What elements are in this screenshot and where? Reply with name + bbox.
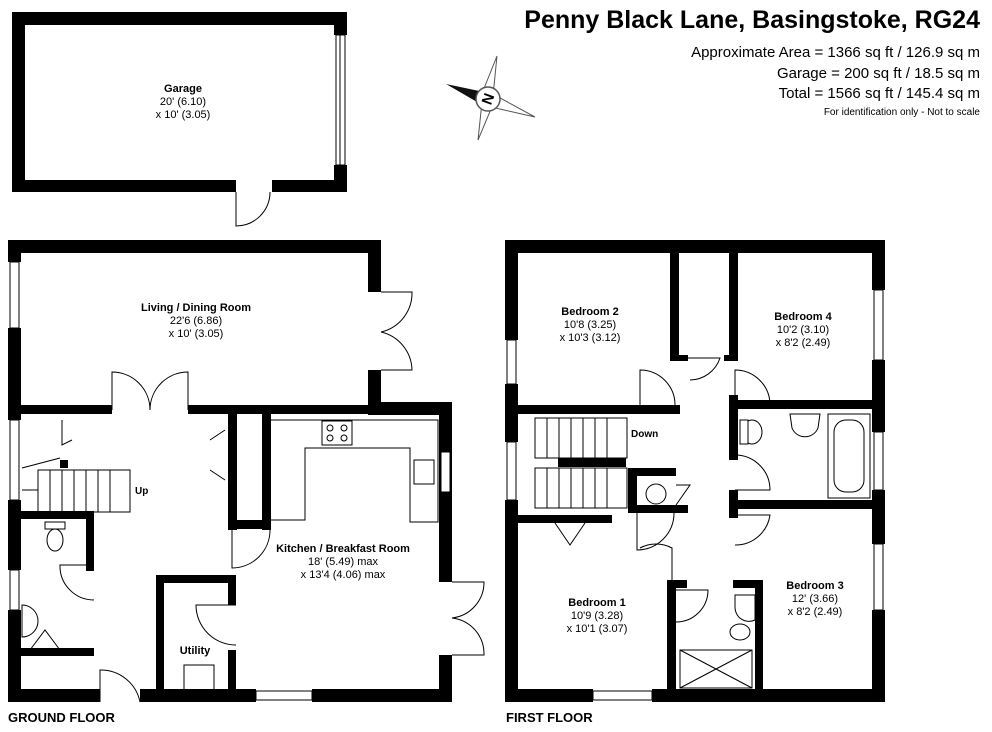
garage-dim1: 20' (6.10) bbox=[159, 96, 207, 108]
bathroom-fittings bbox=[645, 413, 871, 505]
ground-floor-label: GROUND FLOOR bbox=[8, 710, 115, 725]
bedroom4-label: Bedroom 4 10'2 (3.10) x 8'2 (2.49) bbox=[774, 311, 831, 350]
bedroom3-dim1: 12' (3.66) bbox=[791, 593, 839, 605]
disclaimer-note: For identification only - Not to scale bbox=[823, 107, 980, 118]
garage-dim2: x 10' (3.05) bbox=[155, 109, 211, 121]
garage-side-door bbox=[235, 191, 271, 227]
ensuite-fittings bbox=[679, 594, 756, 689]
garage-area: Garage = 200 sq ft / 18.5 sq m bbox=[776, 65, 980, 82]
garage-walls bbox=[12, 12, 347, 192]
kitchen-dim1: 18' (5.49) max bbox=[308, 556, 378, 568]
bedroom1-dim2: x 10'1 (3.07) bbox=[566, 623, 628, 635]
kitchen-worktop bbox=[183, 419, 439, 692]
first-floor-label: FIRST FLOOR bbox=[506, 710, 593, 725]
ground-wc-fittings bbox=[21, 521, 66, 638]
ground-floor-walls bbox=[8, 240, 452, 702]
bedroom4-name: Bedroom 4 bbox=[774, 311, 832, 323]
ground-windows bbox=[9, 261, 451, 701]
bedroom1-dim1: 10'9 (3.28) bbox=[570, 610, 624, 622]
approximate-area: Approximate Area = 1366 sq ft / 126.9 sq… bbox=[691, 44, 980, 61]
kitchen-name: Kitchen / Breakfast Room bbox=[276, 543, 410, 555]
total-area: Total = 1566 sq ft / 145.4 sq m bbox=[778, 85, 980, 102]
stairs-up-label: Up bbox=[135, 486, 149, 497]
compass-icon: N bbox=[446, 55, 536, 141]
living-name: Living / Dining Room bbox=[141, 302, 251, 314]
bedroom2-dim2: x 10'3 (3.12) bbox=[559, 332, 621, 344]
first-stairs bbox=[534, 417, 628, 509]
bedroom2-label: Bedroom 2 10'8 (3.25) x 10'3 (3.12) bbox=[560, 306, 621, 345]
ground-stairs bbox=[21, 457, 131, 513]
bedroom3-dim2: x 8'2 (2.49) bbox=[787, 606, 843, 618]
bedroom2-dim1: 10'8 (3.25) bbox=[563, 319, 617, 331]
living-dim2: x 10' (3.05) bbox=[168, 328, 224, 340]
bedroom3-label: Bedroom 3 12' (3.66) x 8'2 (2.49) bbox=[786, 580, 843, 619]
bedroom1-name: Bedroom 1 bbox=[568, 597, 626, 609]
utility-label: Utility bbox=[180, 645, 211, 658]
first-doors bbox=[554, 357, 771, 623]
garage-name: Garage bbox=[164, 83, 202, 95]
living-label: Living / Dining Room 22'6 (6.86) x 10' (… bbox=[141, 302, 251, 341]
kitchen-dim2: x 13'4 (4.06) max bbox=[300, 569, 386, 581]
bedroom4-dim1: 10'2 (3.10) bbox=[776, 324, 830, 336]
utility-name: Utility bbox=[179, 645, 211, 657]
kitchen-label: Kitchen / Breakfast Room 18' (5.49) max … bbox=[276, 543, 410, 582]
first-windows bbox=[506, 289, 884, 701]
page-title: Penny Black Lane, Basingstoke, RG24 bbox=[524, 6, 980, 34]
first-floor-walls bbox=[505, 240, 885, 702]
bedroom3-name: Bedroom 3 bbox=[786, 580, 844, 592]
bedroom4-dim2: x 8'2 (2.49) bbox=[775, 337, 831, 349]
stairs-down-label: Down bbox=[631, 429, 659, 440]
bedroom2-name: Bedroom 2 bbox=[561, 306, 619, 318]
ground-doors bbox=[29, 291, 485, 703]
living-dim1: 22'6 (6.86) bbox=[169, 315, 223, 327]
bedroom1-label: Bedroom 1 10'9 (3.28) x 10'1 (3.07) bbox=[567, 597, 628, 636]
garage-label: Garage 20' (6.10) x 10' (3.05) bbox=[156, 83, 211, 122]
